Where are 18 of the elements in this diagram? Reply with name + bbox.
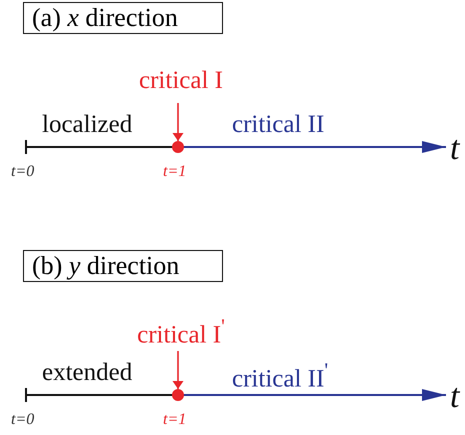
critical-point-label: critical I$^{'}$ [125,316,237,348]
arrow [172,103,184,141]
tick-label: t=1 [163,412,186,428]
tick-label: t=0 [11,412,34,428]
axis-label: t [450,380,460,414]
tick-label: t=0 [11,164,34,180]
panel-heading: (b) y direction [23,250,223,282]
tick-label: t=1 [163,164,186,180]
critical-point-dot [172,141,184,153]
phase-label: localized [42,112,132,137]
arrow [172,351,184,389]
critical-point-label: critical I [125,68,237,93]
phase-label: extended [42,360,132,385]
phase-label: critical II$^{'}$ [232,360,328,392]
critical-point-dot [172,389,184,401]
phase-label: critical II [232,112,324,137]
axis-label: t [450,132,460,166]
panel-heading: (a) x direction [23,2,223,34]
